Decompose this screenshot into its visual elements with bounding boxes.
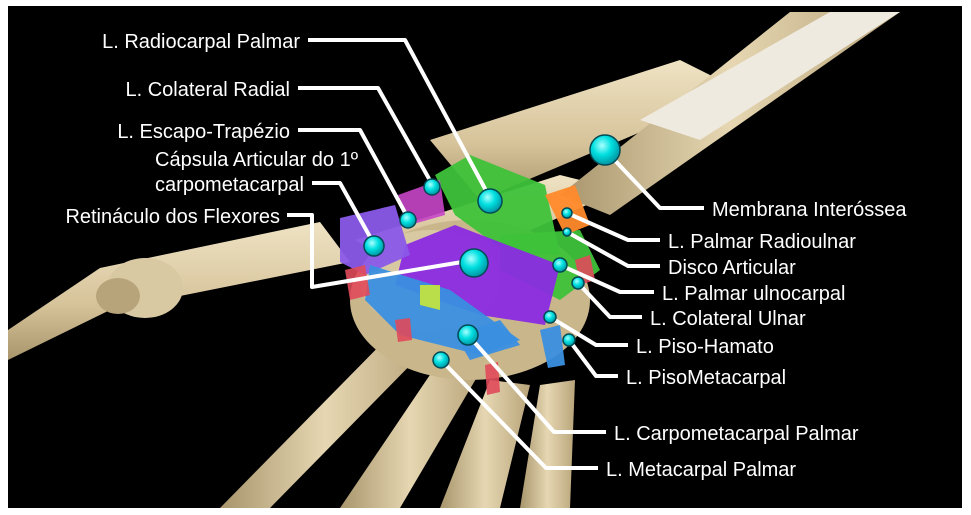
marker-colateral-radial bbox=[424, 179, 440, 195]
marker-capsula bbox=[364, 236, 384, 256]
marker-radiocarpal-palmar bbox=[478, 189, 502, 213]
label-colateral-ulnar: L. Colateral Ulnar bbox=[650, 308, 806, 330]
label-piso-hamato: L. Piso-Hamato bbox=[636, 336, 774, 358]
label-colateral-radial: L. Colateral Radial bbox=[125, 79, 290, 101]
label-palmar-radioulnar: L. Palmar Radioulnar bbox=[668, 231, 856, 253]
marker-colateral-ulnar bbox=[572, 277, 584, 289]
marker-escapo-trapezio bbox=[400, 212, 416, 228]
label-capsula-line2: carpometacarpal bbox=[155, 174, 304, 196]
label-escapo-trapezio: L. Escapo-Trapézio bbox=[117, 121, 290, 143]
label-metacarpal-palmar: L. Metacarpal Palmar bbox=[606, 459, 796, 481]
marker-palmar-radioulnar bbox=[562, 208, 572, 218]
marker-membrana bbox=[590, 135, 620, 165]
label-palmar-ulnocarpal: L. Palmar ulnocarpal bbox=[662, 283, 845, 305]
marker-disco-articular bbox=[563, 228, 571, 236]
marker-piso-hamato bbox=[544, 311, 556, 323]
label-membrana: Membrana Interóssea bbox=[712, 199, 907, 221]
marker-carpometacarpal-palmar bbox=[458, 325, 478, 345]
marker-retinaculo bbox=[460, 249, 488, 277]
label-disco-articular: Disco Articular bbox=[668, 257, 796, 279]
marker-metacarpal-palmar bbox=[433, 352, 449, 368]
label-piso-metacarpal: L. PisoMetacarpal bbox=[626, 367, 786, 389]
marker-piso-metacarpal bbox=[563, 334, 575, 346]
label-carpometacarpal-palmar: L. Carpometacarpal Palmar bbox=[614, 423, 859, 445]
label-radiocarpal-palmar: L. Radiocarpal Palmar bbox=[102, 31, 300, 53]
label-capsula-line1: Cápsula Articular do 1º bbox=[155, 149, 359, 171]
label-retinaculo: Retináculo dos Flexores bbox=[65, 206, 280, 228]
marker-palmar-ulnocarpal bbox=[553, 258, 567, 272]
